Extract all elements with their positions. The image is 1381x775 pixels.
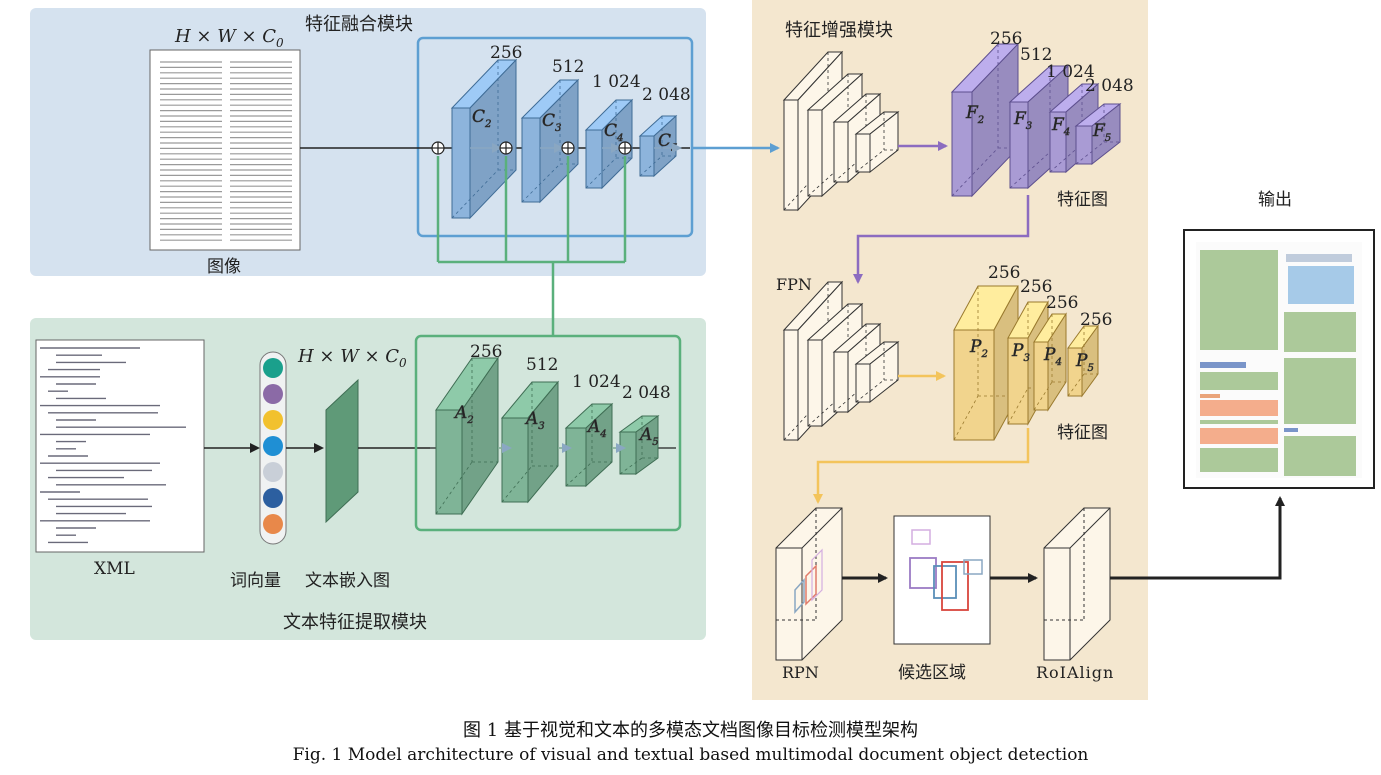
c-channel-label: 2 048 <box>642 85 691 105</box>
p-channel-label: 256 <box>1020 277 1052 297</box>
p-layer-label: P2 <box>969 337 988 360</box>
p-channel-label: 256 <box>1046 293 1078 313</box>
candidates-label: 候选区域 <box>898 663 966 683</box>
f-channel-label: 2 048 <box>1085 76 1134 96</box>
p-layer-label: P4 <box>1043 345 1062 368</box>
roialign-to-output-arrow <box>1110 496 1285 580</box>
text-module-title: 文本特征提取模块 <box>283 612 427 633</box>
c-layer-label: C3 <box>542 111 562 134</box>
text-backbone-frame <box>414 334 682 532</box>
rpn-panel <box>775 507 843 661</box>
fusion-nodes <box>431 141 632 155</box>
word-vector-dot <box>263 488 283 508</box>
roialign-block <box>1043 507 1111 661</box>
a-layer-label: A3 <box>524 409 545 432</box>
a-channel-label: 256 <box>470 342 502 362</box>
roialign-label: RoIAlign <box>1036 663 1114 682</box>
p-layer-label: P3 <box>1011 341 1030 364</box>
caption-en: Fig. 1 Model architecture of visual and … <box>292 745 1089 765</box>
p-channel-label: 256 <box>988 263 1020 283</box>
word-vector-dot <box>263 384 283 404</box>
f-layer-label: F3 <box>1013 109 1032 132</box>
text-embed-label: 文本嵌入图 <box>305 571 390 591</box>
c-layer-label: C4 <box>604 121 624 144</box>
c-channel-label: 256 <box>490 43 522 63</box>
a-channel-label: 2 048 <box>622 383 671 403</box>
fpn-label: FPN <box>776 275 812 294</box>
image-label: 图像 <box>207 257 241 277</box>
rpn-label: RPN <box>782 663 819 682</box>
feature-map-label-1: 特征图 <box>1057 190 1108 210</box>
fusion-title: 特征融合模块 <box>305 14 413 35</box>
text-input-dims: H × W × C0 <box>297 346 407 370</box>
a-layer-label: A4 <box>586 417 607 440</box>
a-channel-label: 512 <box>526 355 558 375</box>
p-layer-label: P5 <box>1075 351 1094 374</box>
word-vector-label: 词向量 <box>230 571 281 591</box>
c-channel-label: 512 <box>552 57 584 77</box>
word-vector-dot <box>263 462 283 482</box>
xml-label: XML <box>94 559 135 579</box>
a-layer-label: A5 <box>638 425 659 448</box>
caption-zh: 图 1 基于视觉和文本的多模态文档图像目标检测模型架构 <box>463 720 918 741</box>
input-document-image <box>149 49 301 251</box>
f-layer-label: F4 <box>1051 115 1070 138</box>
wire-pyramid-fpn <box>782 280 900 442</box>
feature-map-label-2: 特征图 <box>1057 423 1108 443</box>
f-channel-label: 1 024 <box>1046 62 1095 82</box>
p-to-rpn-connector <box>813 428 1030 504</box>
a-channel-label: 1 024 <box>572 372 621 392</box>
f-channel-label: 512 <box>1020 45 1052 65</box>
fusion-input-dims: H × W × C0 <box>174 26 284 50</box>
word-vector-dot <box>263 436 283 456</box>
f-layer-label: F2 <box>965 103 984 126</box>
f-to-fpn-connector <box>853 195 1030 284</box>
xml-document <box>35 339 205 553</box>
p-channel-label: 256 <box>1080 310 1112 330</box>
text-embedding-map <box>325 378 359 524</box>
wire-pyramid-top <box>782 50 900 212</box>
word-vector-column <box>259 351 287 545</box>
f-channel-label: 256 <box>990 29 1022 49</box>
word-vector-dot <box>263 410 283 430</box>
word-vector-dot <box>263 358 283 378</box>
f-layer-label: F5 <box>1092 121 1111 144</box>
a-layer-label: A2 <box>453 403 474 426</box>
word-vector-dot <box>263 514 283 534</box>
backbone-frame <box>416 36 694 238</box>
output-document <box>1183 229 1375 489</box>
c-channel-label: 1 024 <box>592 72 641 92</box>
text-to-fusion-connector <box>436 156 627 336</box>
candidate-regions-panel <box>893 515 991 645</box>
enhance-title: 特征增强模块 <box>785 20 893 41</box>
c-layer-label: C2 <box>472 107 492 130</box>
output-label: 输出 <box>1258 190 1292 210</box>
